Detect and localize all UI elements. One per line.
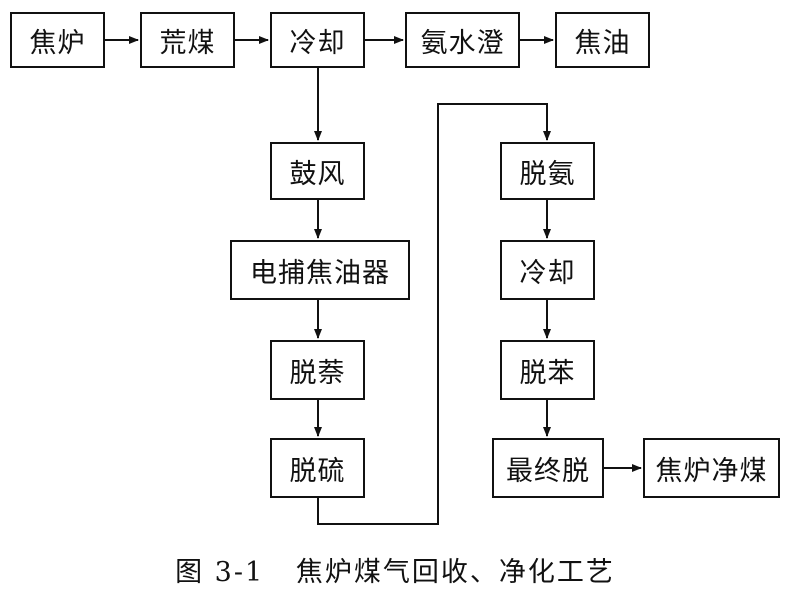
node-electrostatic-tar-precipitator: 电捕焦油器 — [230, 240, 410, 300]
node-ammonia-water-clarification: 氨水澄 — [405, 12, 520, 68]
figure-caption: 图 3-1 焦炉煤气回收、净化工艺 — [175, 557, 615, 588]
node-blower: 鼓风 — [270, 142, 365, 200]
arrow-tuoliu-to-tuoan — [317, 103, 551, 525]
node-cooling-secondary: 冷却 — [500, 240, 595, 300]
node-naphthalene-removal: 脱萘 — [270, 340, 365, 400]
node-final-removal: 最终脱 — [492, 438, 604, 498]
node-benzene-removal: 脱苯 — [500, 340, 595, 400]
node-cooling-primary: 冷却 — [270, 12, 365, 68]
node-purified-coke-oven-gas: 焦炉净煤 — [643, 438, 780, 498]
node-tar: 焦油 — [555, 12, 650, 68]
node-coke-oven: 焦炉 — [10, 12, 105, 68]
node-ammonia-removal: 脱氨 — [500, 142, 595, 200]
node-raw-gas: 荒煤 — [140, 12, 235, 68]
node-desulfurization: 脱硫 — [270, 438, 365, 498]
